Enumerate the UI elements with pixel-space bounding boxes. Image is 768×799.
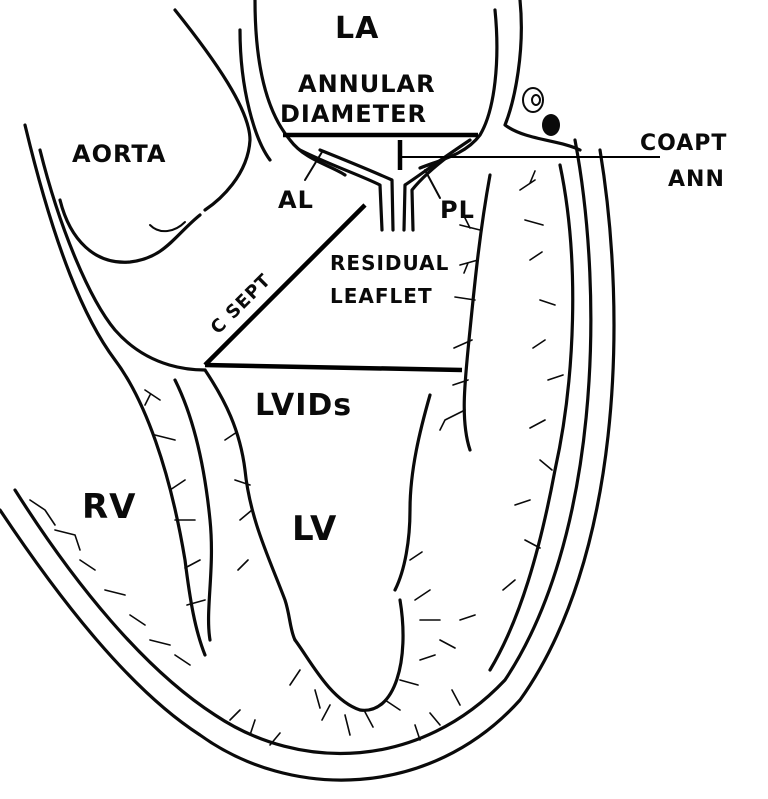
septum-right xyxy=(175,380,211,640)
coapt-label-line1: COAPT xyxy=(640,131,727,156)
coronary-vessel-3 xyxy=(532,95,540,105)
lv-apex-inner xyxy=(295,600,403,710)
aorta-cusp xyxy=(150,222,185,231)
la-label: LA xyxy=(335,11,379,46)
trabeculations xyxy=(30,171,563,745)
al-label: AL xyxy=(278,186,314,214)
lv-label: LV xyxy=(292,509,337,549)
pl-leader xyxy=(425,170,440,198)
papillary-muscle xyxy=(395,395,430,590)
residual-label-line2: LEAFLET xyxy=(330,284,433,308)
aorta-wall-lower xyxy=(60,200,200,262)
lvids-line xyxy=(205,365,462,370)
epicardium-inner xyxy=(15,140,591,754)
annular-label-line1: ANNULAR xyxy=(298,70,436,98)
coapt-label-line2: ANN xyxy=(668,167,725,192)
coronary-vessel-2 xyxy=(542,114,560,136)
residual-label-line1: RESIDUAL xyxy=(330,251,449,275)
aorta-label: AORTA xyxy=(72,140,166,168)
pl-label: PL xyxy=(440,196,475,224)
lv-lateral-wall-2 xyxy=(490,165,573,670)
rv-label: RV xyxy=(82,487,137,527)
lvids-label: LVIDs xyxy=(255,388,352,423)
annular-label-line2: DIAMETER xyxy=(280,100,427,128)
epicardium-outer xyxy=(0,150,614,780)
